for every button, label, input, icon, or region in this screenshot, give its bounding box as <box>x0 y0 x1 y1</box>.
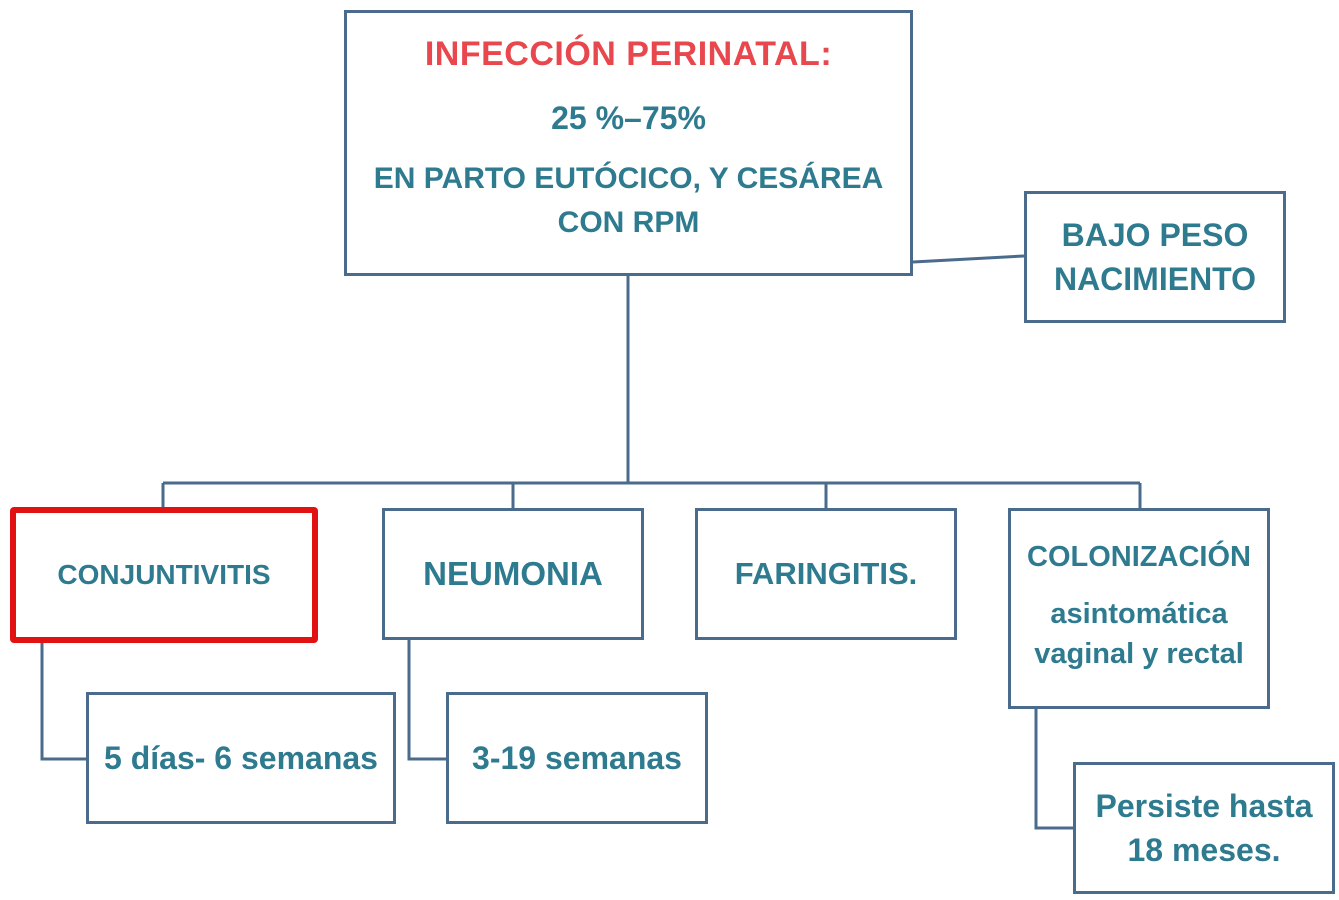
infection-percentage: 25 %–75% <box>551 100 706 136</box>
faringitis-label: FARINGITIS. <box>734 556 918 591</box>
low-birth-weight-box: BAJO PESO NACIMIENTO <box>1024 191 1286 323</box>
colonizacion-box: COLONIZACIÓN asintomática vaginal y rect… <box>1008 508 1270 709</box>
colonizacion-sublabel: asintomática vaginal y rectal <box>1034 598 1244 670</box>
faringitis-box: FARINGITIS. <box>695 508 957 640</box>
colonizacion-label: COLONIZACIÓN <box>1027 541 1251 573</box>
conj-detail-connector <box>40 643 86 761</box>
conjuntivitis-box: CONJUNTIVITIS <box>10 507 318 643</box>
conjuntivitis-label: CONJUNTIVITIS <box>57 559 271 590</box>
neumonia-detail-box: 3-19 semanas <box>446 692 708 824</box>
conjuntivitis-detail: 5 días- 6 semanas <box>104 739 378 776</box>
main-to-side-connector <box>912 254 1025 264</box>
neumonia-detail: 3-19 semanas <box>472 739 682 776</box>
neu-detail-connector <box>407 640 446 761</box>
neumonia-label: NEUMONIA <box>423 555 603 592</box>
neumonia-box: NEUMONIA <box>382 508 644 640</box>
conjuntivitis-detail-box: 5 días- 6 semanas <box>86 692 396 824</box>
perinatal-infection-box: INFECCIÓN PERINATAL: 25 %–75% EN PARTO E… <box>344 10 913 276</box>
low-birth-weight-label: BAJO PESO NACIMIENTO <box>1053 217 1257 297</box>
infection-description: EN PARTO EUTÓCICO, Y CESÁREA CON RPM <box>373 162 884 239</box>
main-title: INFECCIÓN PERINATAL: <box>424 35 833 73</box>
colonizacion-detail-box: Persiste hasta 18 meses. <box>1073 762 1335 894</box>
col-detail-connector <box>1034 709 1073 830</box>
colonizacion-detail: Persiste hasta 18 meses. <box>1095 788 1313 868</box>
